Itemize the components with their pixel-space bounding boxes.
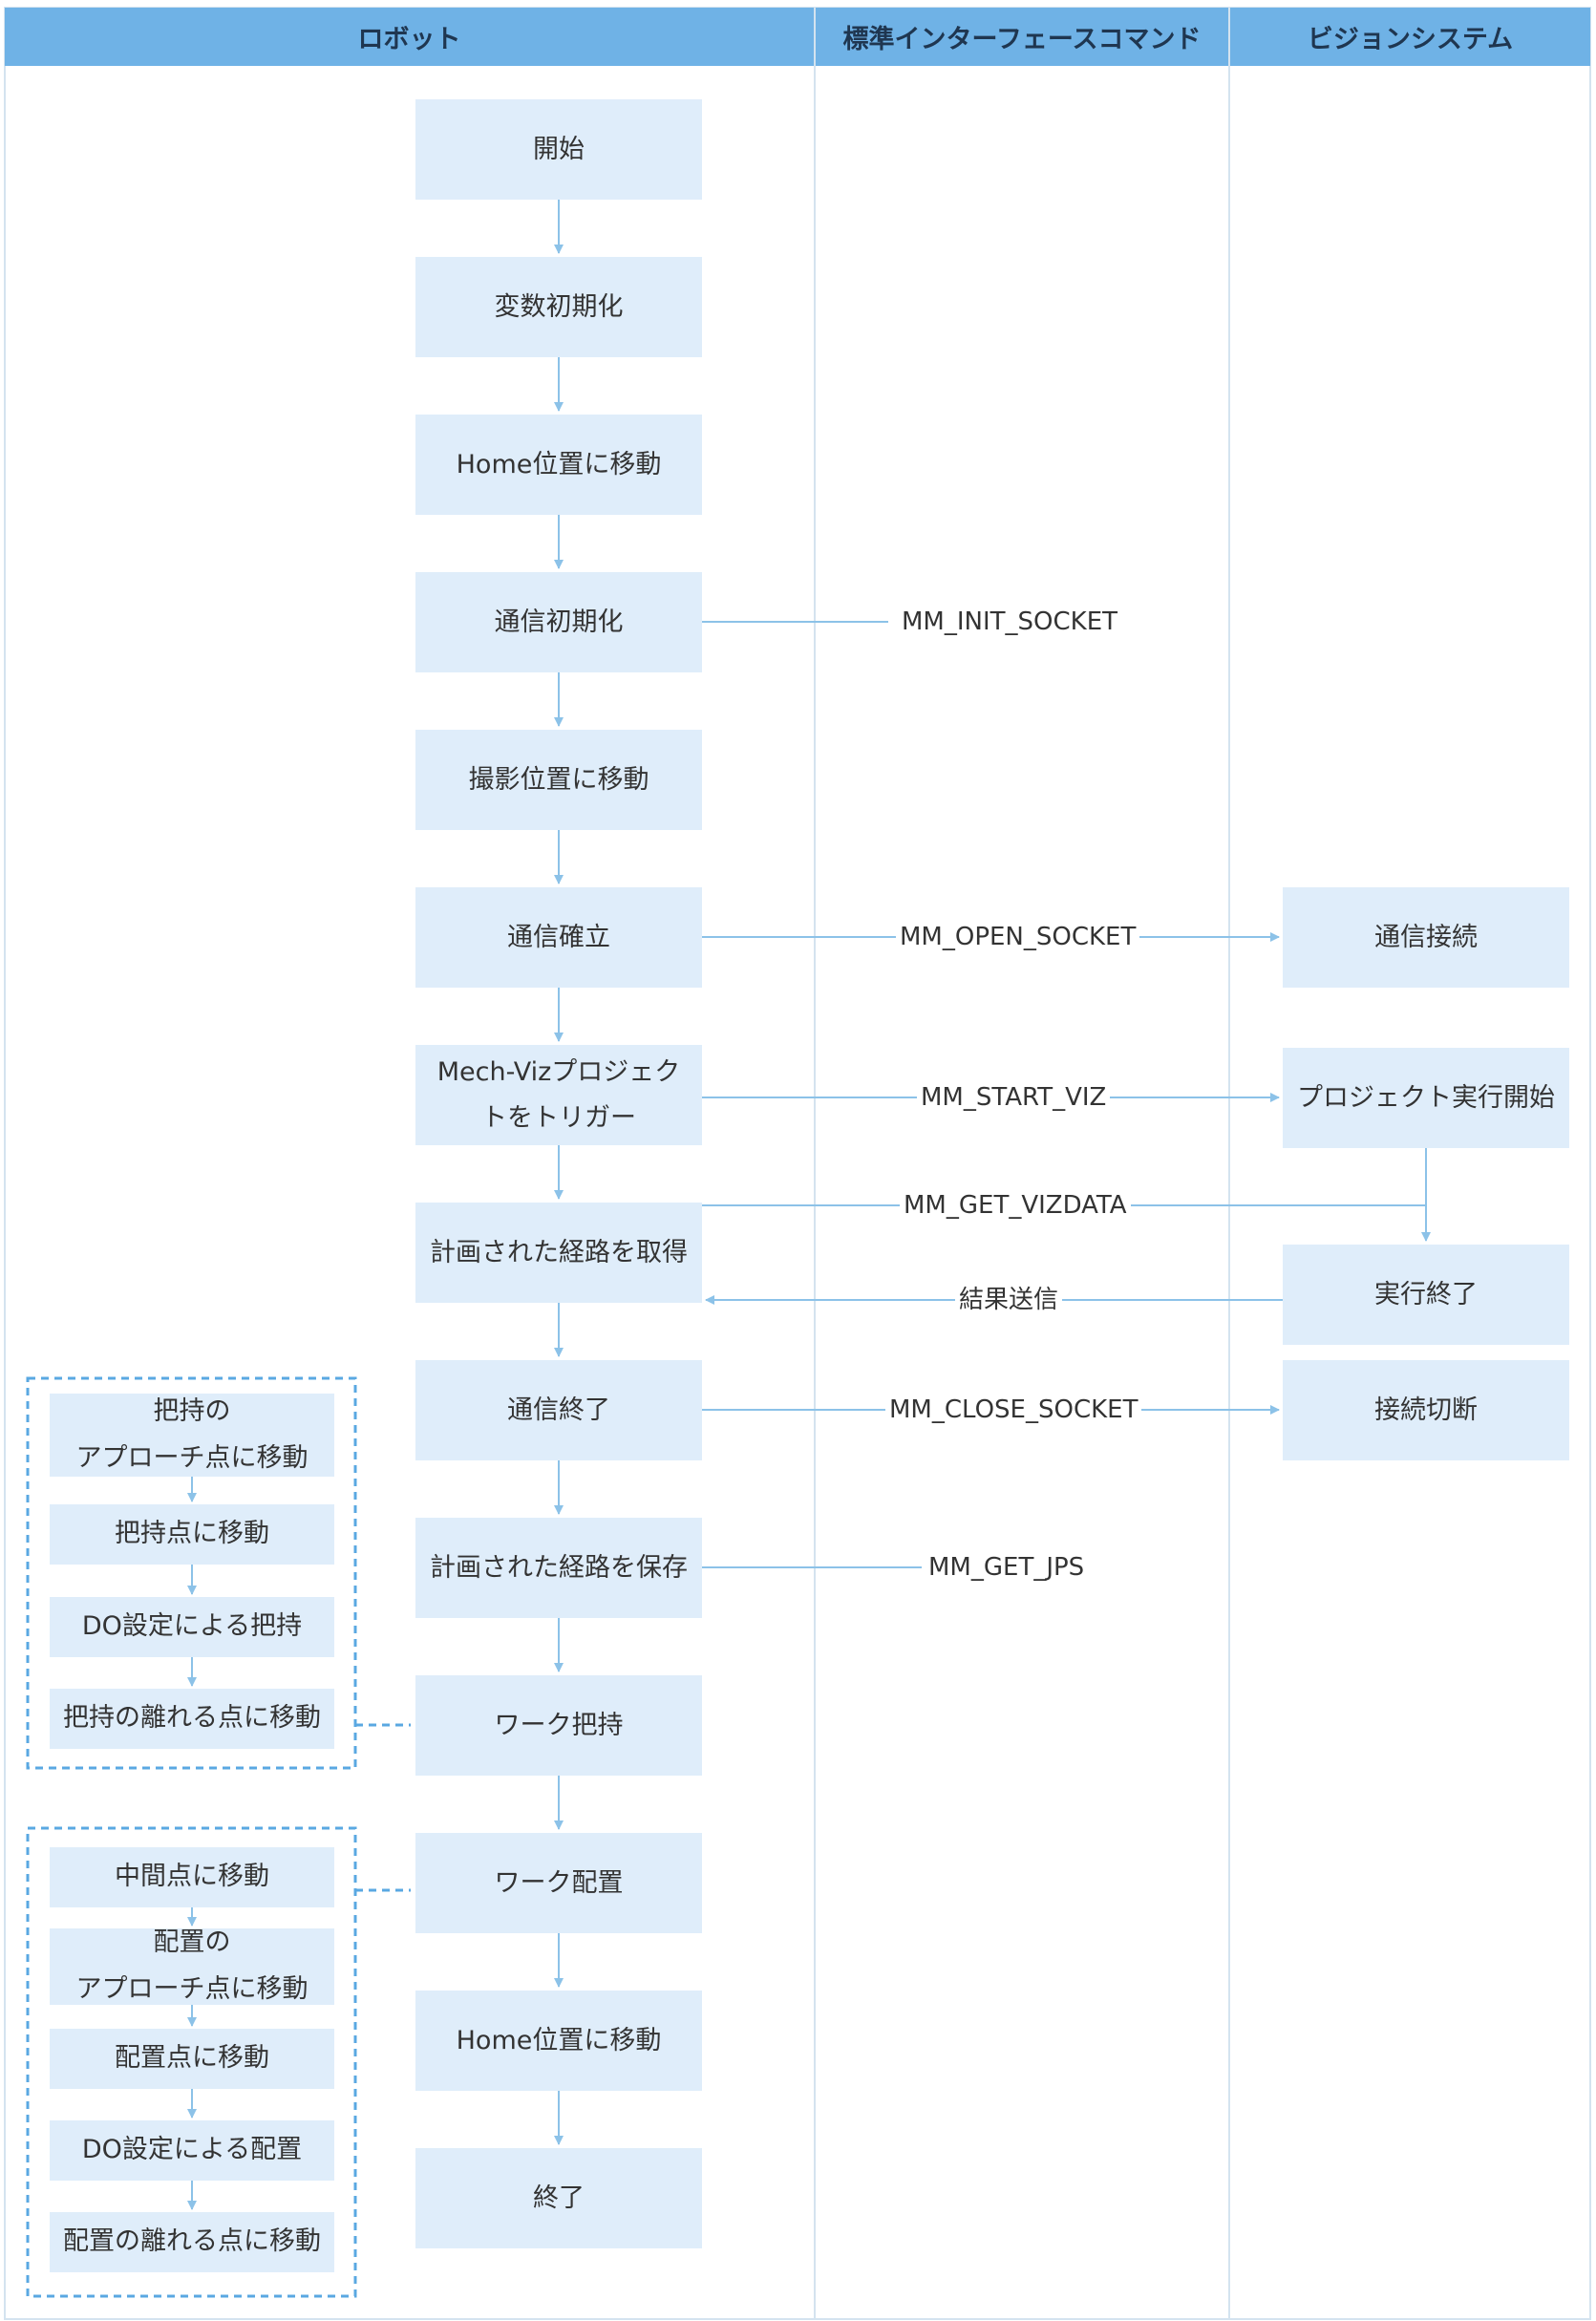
robot-step-start: 開始 [415, 99, 702, 200]
robot-step-close-communication: 通信終了 [415, 1360, 702, 1460]
robot-step-trigger-mechviz: Mech-Vizプロジェク トをトリガー [415, 1045, 702, 1145]
pick-substeps-group [26, 1376, 357, 1770]
substep-place-depart: 配置の離れる点に移動 [50, 2212, 334, 2272]
vision-execution-finished: 実行終了 [1283, 1245, 1569, 1345]
cmd-get-jps-label: MM_GET_JPS [925, 1552, 1089, 1583]
robot-step-move-home: Home位置に移動 [415, 415, 702, 515]
robot-step-pick-workpiece: ワーク把持 [415, 1675, 702, 1776]
robot-step-init-variables: 変数初期化 [415, 257, 702, 357]
vision-connect: 通信接続 [1283, 887, 1569, 988]
substep-pick-point: 把持点に移動 [50, 1504, 334, 1565]
substep-pick-depart: 把持の離れる点に移動 [50, 1689, 334, 1749]
substep-place-approach: 配置の アプローチ点に移動 [50, 1927, 334, 2005]
substep-pick-approach: 把持の アプローチ点に移動 [50, 1394, 334, 1477]
cmd-open-socket-label: MM_OPEN_SOCKET [896, 922, 1140, 952]
robot-step-place-workpiece: ワーク配置 [415, 1833, 702, 1933]
cmd-get-vizdata-label: MM_GET_VIZDATA [900, 1190, 1131, 1221]
robot-step-establish-communication: 通信確立 [415, 887, 702, 988]
robot-step-move-capture-position: 撮影位置に移動 [415, 730, 702, 830]
robot-step-get-planned-path: 計画された経路を取得 [415, 1203, 702, 1303]
substep-place-midpoint: 中間点に移動 [50, 1847, 334, 1907]
vision-disconnect: 接続切断 [1283, 1360, 1569, 1460]
robot-step-move-home-end: Home位置に移動 [415, 1991, 702, 2091]
cmd-send-result-label: 結果送信 [955, 1285, 1063, 1315]
robot-step-end: 終了 [415, 2148, 702, 2248]
lane-header-vision-system: ビジョンシステム [1230, 8, 1590, 66]
substep-place-do-release: DO設定による配置 [50, 2120, 334, 2181]
vision-start-project: プロジェクト実行開始 [1283, 1048, 1569, 1148]
place-substeps-group [26, 1826, 357, 2298]
cmd-close-socket-label: MM_CLOSE_SOCKET [885, 1395, 1142, 1425]
robot-step-init-communication: 通信初期化 [415, 572, 702, 672]
robot-step-save-planned-path: 計画された経路を保存 [415, 1518, 702, 1618]
lane-header-interface-commands: 標準インターフェースコマンド [816, 8, 1228, 66]
cmd-init-socket-label: MM_INIT_SOCKET [898, 607, 1122, 637]
substep-pick-do-grip: DO設定による把持 [50, 1597, 334, 1657]
cmd-start-viz-label: MM_START_VIZ [917, 1082, 1111, 1113]
lane-header-robot: ロボット [5, 8, 814, 66]
substep-place-point: 配置点に移動 [50, 2029, 334, 2089]
